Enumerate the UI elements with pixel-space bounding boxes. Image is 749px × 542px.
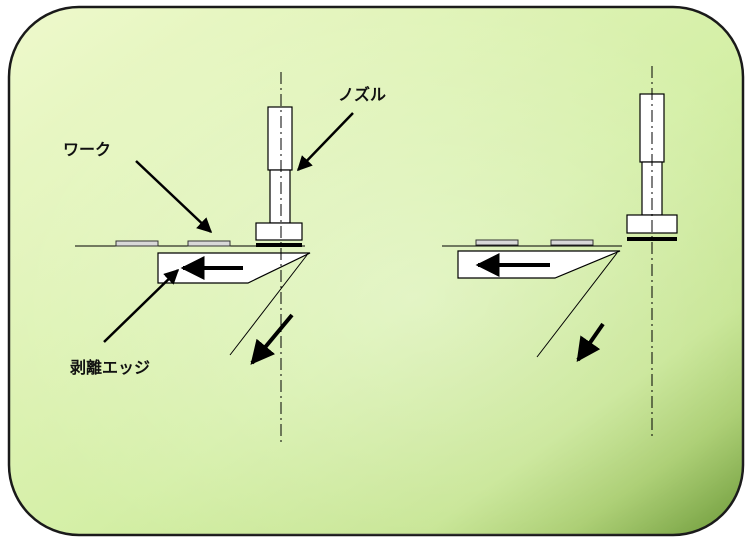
left-figure [75, 72, 354, 445]
nozzle-head [255, 222, 303, 241]
work-piece [115, 240, 159, 247]
nozzle-pad [256, 243, 302, 247]
left-diagonal-line [229, 254, 308, 356]
right-figure [442, 66, 678, 440]
nozzle-callout-arrow [296, 112, 354, 172]
nozzle-label: ノズル [338, 85, 386, 104]
peel-edge-callout-arrow [103, 268, 180, 343]
panel-glow [9, 7, 743, 535]
work-callout-arrow [135, 160, 213, 234]
work-piece [187, 240, 231, 247]
nozzle-lower-shaft [269, 169, 291, 224]
right-diagonal-arrow [576, 322, 605, 362]
nozzle-pad [627, 237, 677, 241]
right-diagonal-line [536, 252, 618, 358]
nozzle-upper-shaft [267, 106, 293, 171]
left-diagonal-arrow [250, 313, 294, 365]
work-piece [475, 239, 519, 246]
peel-edge-label: 剥離エッジ [70, 358, 150, 377]
work-label: ワーク [63, 140, 111, 159]
work-piece [550, 239, 594, 246]
